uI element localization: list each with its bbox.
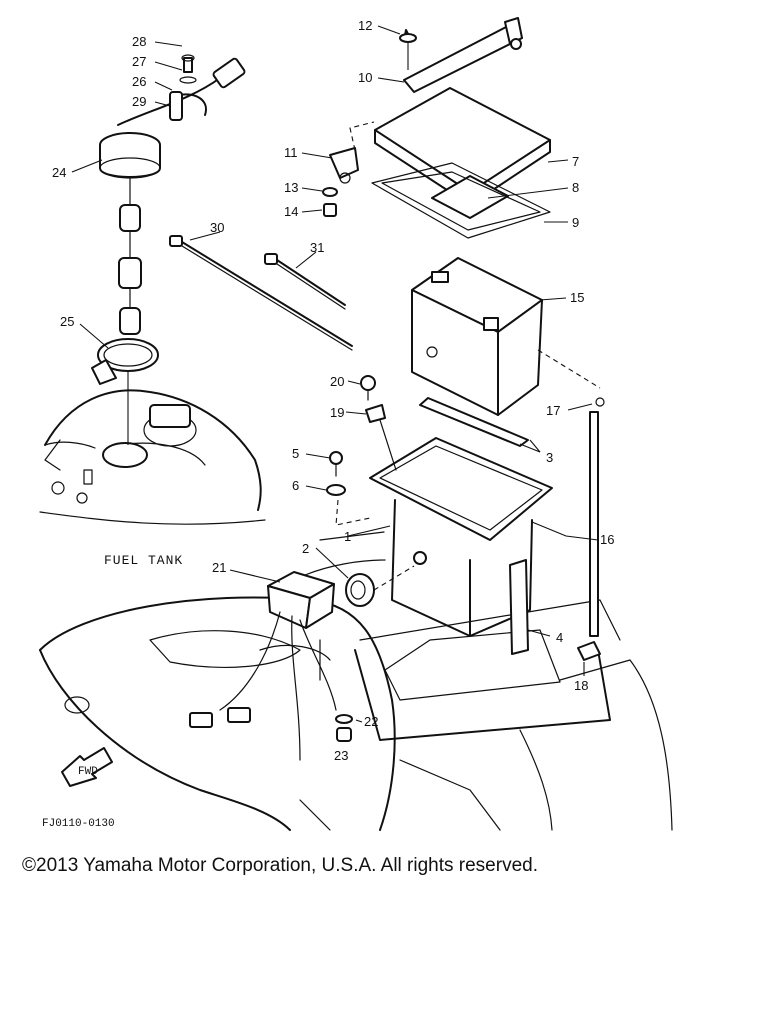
callout-10: 10: [358, 70, 372, 85]
callout-21: 21: [212, 560, 226, 575]
callout-numbers: 1 2 3 4 5 6 7 8 9 10 11 12 13 14 15 16 1…: [52, 18, 614, 763]
fuel-gauge-sender: [99, 54, 246, 335]
copyright-notice: ©2013 Yamaha Motor Corporation, U.S.A. A…: [22, 855, 538, 876]
callout-6: 6: [292, 478, 299, 493]
callout-23: 23: [334, 748, 348, 763]
cable-ties: [169, 235, 353, 351]
callout-12: 12: [358, 18, 372, 33]
callout-25: 25: [60, 314, 74, 329]
fwd-label: FWD: [78, 766, 98, 778]
callout-16: 16: [600, 532, 614, 547]
meter: [189, 571, 337, 761]
callout-26: 26: [132, 74, 146, 89]
drawing-code: FJ0110-0130: [42, 818, 115, 830]
callout-31: 31: [310, 240, 324, 255]
callout-27: 27: [132, 54, 146, 69]
callout-7: 7: [572, 154, 579, 169]
battery-band: [399, 17, 523, 93]
callout-17: 17: [546, 403, 560, 418]
callout-15: 15: [570, 290, 584, 305]
fwd-arrow: FWD: [61, 747, 113, 787]
nut: [335, 714, 353, 742]
callout-19: 19: [330, 405, 344, 420]
callout-14: 14: [284, 204, 298, 219]
strap: [509, 559, 529, 655]
callout-1: 1: [344, 529, 351, 544]
battery: [411, 257, 601, 416]
leader-lines: [71, 25, 599, 723]
callout-30: 30: [210, 220, 224, 235]
callout-5: 5: [292, 446, 299, 461]
callout-13: 13: [284, 180, 298, 195]
fuel-tank-outline: [39, 389, 266, 525]
bracket: [322, 121, 375, 217]
battery-cover: [371, 87, 551, 239]
callout-28: 28: [132, 34, 146, 49]
fuel-tank-label: FUEL TANK: [104, 553, 183, 568]
damper: [419, 397, 529, 447]
parts-diagram: FWD FUEL TANK FJ0110-0130: [39, 17, 673, 831]
bolt: [360, 375, 397, 471]
callout-20: 20: [330, 374, 344, 389]
callout-2: 2: [302, 541, 309, 556]
breather-hose: [577, 397, 605, 661]
battery-box: [335, 437, 553, 637]
callout-18: 18: [574, 678, 588, 693]
grommet: [345, 565, 415, 607]
callout-9: 9: [572, 215, 579, 230]
callout-4: 4: [556, 630, 563, 645]
hose-clamp: [91, 338, 159, 445]
callout-3: 3: [546, 450, 553, 465]
callout-11: 11: [284, 145, 298, 160]
callout-8: 8: [572, 180, 579, 195]
callout-22: 22: [364, 714, 378, 729]
hull-outline: [39, 531, 673, 831]
callout-29: 29: [132, 94, 146, 109]
callout-24: 24: [52, 165, 66, 180]
